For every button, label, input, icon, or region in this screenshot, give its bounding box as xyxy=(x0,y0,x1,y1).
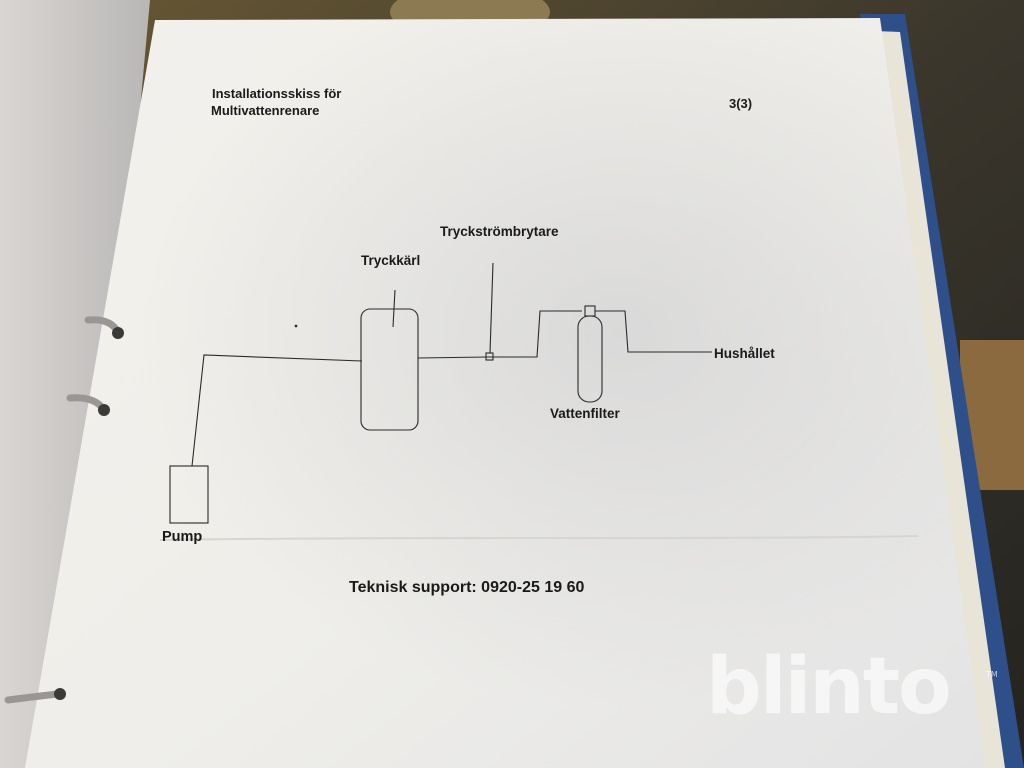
pipe-pump-to-tank xyxy=(191,354,363,467)
label-household: Hushållet xyxy=(714,346,775,361)
pump-box xyxy=(169,465,209,524)
pressure-switch-lead xyxy=(489,262,494,354)
pipe-filter-to-household xyxy=(595,310,712,353)
label-water-filter: Vattenfilter xyxy=(550,406,620,421)
binder-rings xyxy=(4,316,124,704)
water-filter xyxy=(577,315,603,403)
blinto-watermark: blinto xyxy=(706,642,952,732)
pressure-tank-lead xyxy=(392,289,396,328)
document-title-line2: Multivattenrenare xyxy=(211,103,320,118)
pressure-tank xyxy=(360,308,419,431)
watermark-trademark: TM xyxy=(986,670,998,679)
water-filter-cap xyxy=(584,305,596,317)
label-pressure-switch: Tryckströmbrytare xyxy=(440,224,559,239)
label-pump: Pump xyxy=(162,529,203,545)
document-title-line1: Installationsskiss för xyxy=(212,86,342,101)
page-number: 3(3) xyxy=(729,96,753,111)
pipe-tank-to-filter xyxy=(417,310,582,359)
pressure-switch xyxy=(485,352,494,361)
label-pressure-tank: Tryckkärl xyxy=(361,253,421,268)
technical-support-line: Teknisk support: 0920-25 19 60 xyxy=(349,579,585,596)
